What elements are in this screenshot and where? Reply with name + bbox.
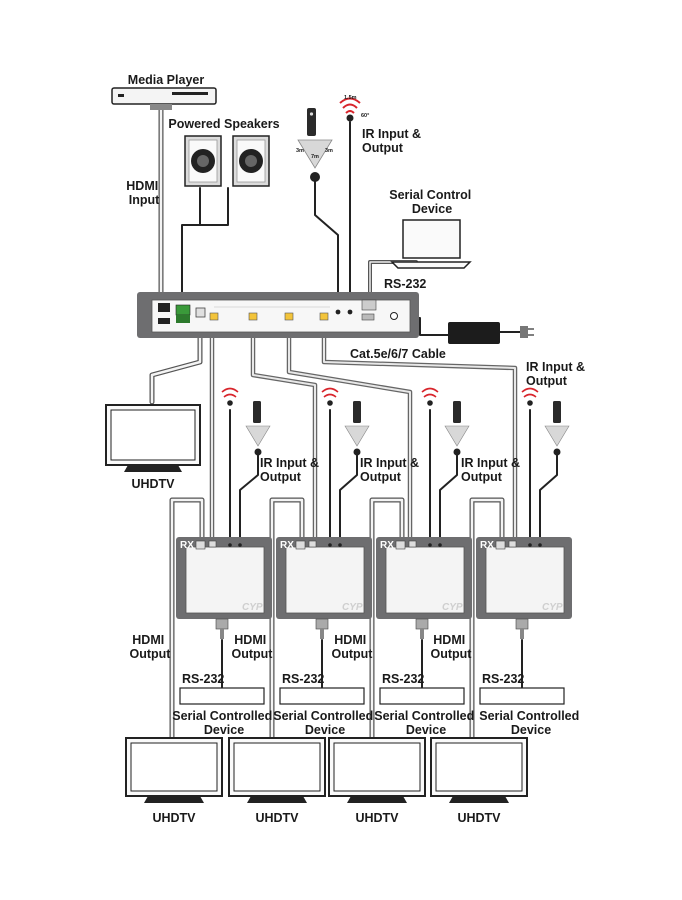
svg-text:60°: 60° [361, 113, 369, 119]
uhdtv-1 [125, 737, 223, 803]
hdmi-input-label: HDMI Input [126, 179, 161, 207]
laptop [390, 219, 472, 269]
rx-label-1: RX [180, 540, 194, 551]
media-player [111, 87, 217, 110]
ir-right-label: IR Input & Output [526, 360, 589, 388]
media-player-label: Media Player [128, 73, 205, 87]
speaker-left [184, 135, 222, 187]
rs232-label-2: RS-232 [282, 672, 324, 686]
ir-mid-label-2: IR Input & Output [360, 456, 423, 484]
rs232-label-1: RS-232 [182, 672, 224, 686]
speaker-right [232, 135, 270, 187]
rx1-ir-group [221, 387, 271, 456]
uhdtv-2 [228, 737, 326, 803]
brand-logo-2: CYP [342, 602, 363, 613]
rx4-ir-group [521, 387, 570, 456]
uhdtv-3 [328, 737, 426, 803]
serial-control-label: Serial Control Device [389, 188, 474, 216]
powered-speakers-label: Powered Speakers [168, 117, 279, 131]
uhdtv-local [105, 404, 201, 472]
ir-mid-label-3: IR Input & Output [461, 456, 524, 484]
serial-controlled-label-4: Serial Controlled Device [479, 709, 583, 737]
svg-text:7m: 7m [311, 154, 319, 160]
serial-devices [179, 687, 565, 705]
rs232-label-4: RS-232 [482, 672, 524, 686]
svg-text:1.5m: 1.5m [344, 95, 357, 101]
rs232-label-3: RS-232 [382, 672, 424, 686]
brand-logo-3: CYP [442, 602, 463, 613]
rx-label-3: RX [380, 540, 394, 551]
serial-controlled-label-1: Serial Controlled Device [172, 709, 276, 737]
svg-text:3m: 3m [325, 148, 333, 154]
hdmi-output-label-3: HDMI Output [431, 633, 473, 661]
power-adapter [448, 322, 534, 344]
serial-controlled-label-3: Serial Controlled Device [374, 709, 478, 737]
hdmi-output-label-2: HDMI Output [332, 633, 374, 661]
rx-unit-3 [376, 537, 472, 639]
serial-controlled-label-2: Serial Controlled Device [273, 709, 377, 737]
uhdtv-local-label: UHDTV [131, 477, 175, 491]
brand-logo-4: CYP [542, 602, 563, 613]
uhdtv-4 [430, 737, 528, 803]
ir-emitter-top [339, 97, 361, 122]
rx-unit-2 [276, 537, 372, 639]
rs232-top-label: RS-232 [384, 277, 426, 291]
uhdtv-label-1: UHDTV [152, 811, 196, 825]
hdmi-output-label-left: HDMI Output [130, 633, 172, 661]
rx-label-2: RX [280, 540, 294, 551]
uhdtv-label-4: UHDTV [457, 811, 501, 825]
uhdtv-label-2: UHDTV [255, 811, 299, 825]
rx-unit-4 [476, 537, 572, 639]
rx3-ir-group [421, 387, 470, 456]
cat-cable-label: Cat.5e/6/7 Cable [350, 347, 446, 361]
cables [149, 102, 558, 741]
rx2-ir-group [321, 387, 370, 456]
svg-text:3m: 3m [296, 148, 304, 154]
rx-label-4: RX [480, 540, 494, 551]
ir-top-label: IR Input & Output [362, 127, 425, 155]
ir-mid-label-1: IR Input & Output [260, 456, 323, 484]
ir-receiver-zone-top [297, 139, 333, 182]
brand-logo-1: CYP [242, 602, 263, 613]
rx-unit-1 [176, 537, 272, 639]
uhdtv-label-3: UHDTV [355, 811, 399, 825]
transmitter [137, 292, 419, 338]
ir-remote-top [307, 108, 316, 136]
hdmi-output-label-1: HDMI Output [232, 633, 274, 661]
